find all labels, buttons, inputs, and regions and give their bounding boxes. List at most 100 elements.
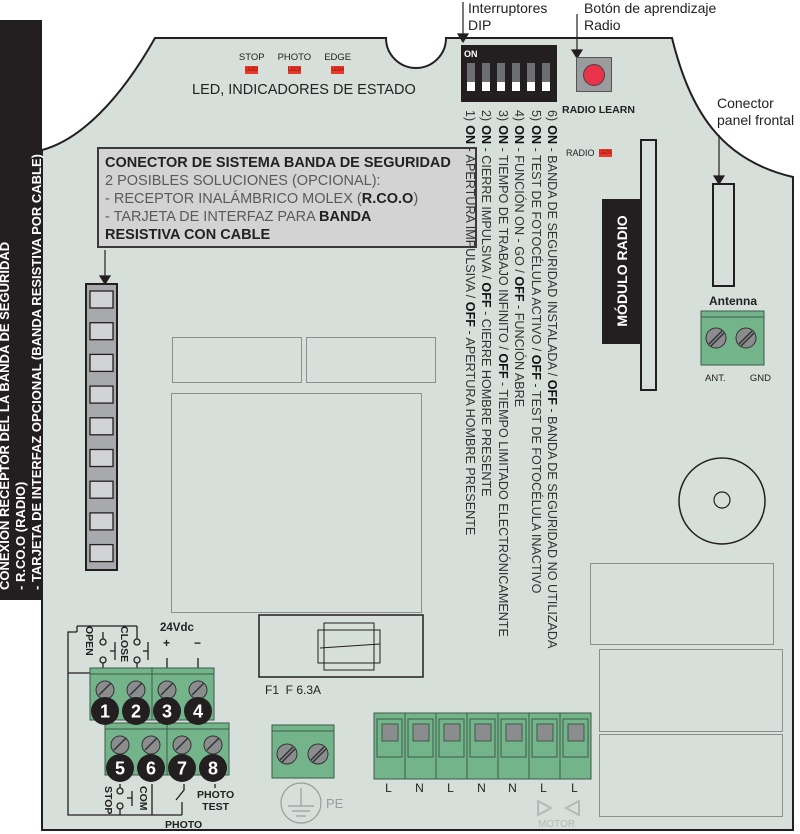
dip-desc-num: 3) (495, 110, 510, 122)
terminal-number: 3 (162, 702, 172, 722)
motor-terminal-label: N (508, 781, 517, 795)
status-led-label: PHOTO (277, 52, 312, 63)
radio-led-label: RADIO (566, 148, 595, 158)
dip-description-4: 4)ON - FUNCIÓN ON - GO / OFF - FUNCIÓN A… (511, 110, 527, 580)
dip-description-3: 3)ON - TIEMPO DE TRABAJO INFINITO / OFF … (494, 110, 510, 637)
dip-toggle-2[interactable] (482, 63, 490, 91)
dip-callout-line-2: DIP (468, 17, 492, 33)
component-placeholder (306, 337, 436, 383)
screw-icon (307, 743, 329, 765)
learn-button-cap[interactable] (583, 64, 605, 86)
status-leds-title: LED, INDICADORES DE ESTADO (192, 82, 416, 98)
buzzer (678, 457, 766, 545)
dip-toggle-4[interactable] (512, 63, 520, 91)
dip-desc-off: OFF (528, 354, 543, 380)
dip-desc-on-text: - TEST DE FOTOCÉLULA ACTIVO / (528, 144, 543, 355)
dip-desc-on: ON (463, 125, 478, 145)
info-box-line-2: 2 POSIBLES SOLUCIONES (OPCIONAL): (105, 173, 381, 189)
motor-terminal (435, 712, 468, 780)
info-line3-prefix: - RECEPTOR INALÁMBRICO MOLEX ( (105, 191, 362, 207)
motor-label: MOTOR (538, 819, 576, 830)
photo-test-label: PHOTO TEST (197, 789, 234, 813)
motor-terminal-label: L (571, 781, 578, 795)
open-label: OPEN (83, 626, 95, 656)
plus-label: + (163, 636, 171, 650)
terminal-number: 7 (177, 759, 187, 779)
stop-label: STOP (102, 786, 114, 815)
led-chip: LED2 (245, 66, 259, 74)
front-panel-connector (712, 183, 735, 287)
front-panel-arrowhead (712, 175, 726, 186)
screw-icon (735, 327, 757, 349)
dip-desc-on-text: - FUNCIÓN ON - GO / (512, 144, 527, 277)
dip-desc-num: 4) (512, 110, 527, 122)
radio-learn-button[interactable] (576, 57, 612, 92)
dip-desc-off: OFF (495, 353, 510, 379)
terminal-number-badge (122, 697, 150, 725)
dip-toggle-3[interactable] (497, 63, 505, 91)
ant-label: ANT. (705, 373, 726, 384)
minus-label: − (194, 636, 202, 650)
terminal-number: 8 (208, 759, 218, 779)
dip-desc-off-text: - APERTURA HOMBRE PRESENTE (463, 326, 478, 536)
fuse-holder (258, 614, 424, 678)
info-box-line-5: RESISTIVA CON CABLE (105, 227, 271, 243)
band-connector-slot (89, 385, 114, 404)
band-connector-arrowhead (98, 275, 112, 286)
motor-terminal-block[interactable] (373, 712, 593, 782)
dip-toggle-knob (542, 82, 550, 91)
dip-description-1: 1)ON - APERTURA IMPULSIVA / OFF - APERTU… (462, 110, 478, 580)
dip-toggle-knob (482, 82, 490, 91)
dip-desc-on: ON (495, 125, 510, 145)
photo-test-line-1: PHOTO (197, 789, 235, 801)
ground-icon (280, 782, 322, 824)
dip-desc-off: OFF (479, 282, 494, 308)
motor-direction-icon (537, 799, 580, 817)
left-band: CONEXIÓN RECEPTOR DEL LA BANDA DE SEGURI… (0, 20, 44, 600)
dip-arrowhead (456, 33, 470, 44)
terminal-number-badge (106, 754, 134, 782)
terminal-number: 4 (193, 702, 203, 722)
band-connector-slot (89, 417, 114, 436)
dip-toggle-5[interactable] (527, 63, 535, 91)
dip-toggle-1[interactable] (467, 63, 475, 91)
info-box-line-4: - TARJETA DE INTERFAZ PARA BANDA (105, 208, 469, 226)
dip-switch[interactable]: ON (461, 45, 557, 102)
terminal-number-badge (184, 697, 212, 725)
motor-terminal (497, 712, 530, 780)
dip-desc-on: ON (479, 125, 494, 145)
dip-desc-off-text: - BANDA DE SEGURIDAD NO UTILIZADA (545, 404, 559, 649)
learn-callout: Botón de aprendizaje Radio (584, 0, 716, 34)
terminal-number: 1 (100, 702, 110, 722)
terminal-number: 6 (146, 759, 156, 779)
info-box-line-3: - RECEPTOR INALÁMBRICO MOLEX (R.CO.O) (105, 190, 469, 208)
learn-arrowhead (570, 49, 584, 60)
dip-on-label: ON (464, 49, 478, 59)
terminal-number-badge (153, 697, 181, 725)
motor-terminal (466, 712, 499, 780)
dip-callout: Interruptores DIP (468, 0, 547, 34)
dip-desc-on: ON (545, 125, 559, 145)
terminal-number-badge (91, 697, 119, 725)
dip-toggle-knob (467, 82, 475, 91)
band-connector-slot (89, 512, 114, 531)
gnd-label: GND (749, 373, 771, 384)
band-connector[interactable] (85, 283, 119, 573)
dip-desc-on-text: - CIERRE IMPULSIVA / (479, 144, 494, 283)
component-placeholder (590, 563, 774, 645)
antenna-terminal-labels: ANT. GND (705, 373, 771, 384)
dip-desc-on-text: - TIEMPO DE TRABAJO INFINITO / (495, 144, 510, 354)
terminal-number: 2 (131, 702, 141, 722)
antenna-terminal[interactable] (700, 310, 766, 367)
dip-desc-num: 1) (463, 110, 478, 122)
dip-toggle-6[interactable] (542, 63, 550, 91)
motor-terminal (404, 712, 437, 780)
control-wiring (67, 625, 216, 816)
band-connector-slot (89, 543, 114, 563)
pe-terminal[interactable] (271, 724, 337, 780)
